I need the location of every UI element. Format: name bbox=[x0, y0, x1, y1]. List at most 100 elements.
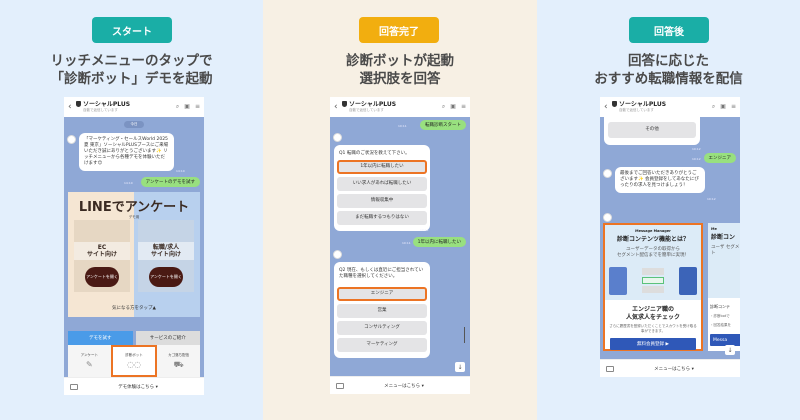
carousel-card-engineer[interactable]: Message Manager 診断コンテンツ機能とは？ ユーザーデータの取得か… bbox=[603, 223, 703, 351]
chat-area[interactable]: 10:11 転職診断スタート Q1 転職のご状況を教えて下さい。 1年以内に転職… bbox=[330, 117, 470, 376]
chat-area[interactable]: 今日 「マーケティング・セールスWorld 2025 夏 東京」ソーシャルPLU… bbox=[64, 117, 204, 377]
rich-menu-survey[interactable]: アンケート ✎ bbox=[80, 353, 99, 369]
back-icon[interactable]: ‹ bbox=[604, 102, 608, 112]
user-message: 1年以内に転職したい bbox=[412, 237, 466, 247]
back-icon[interactable]: ‹ bbox=[68, 102, 72, 112]
shield-icon bbox=[76, 101, 81, 107]
option-button[interactable]: コンサルティング bbox=[337, 321, 427, 335]
account-status: 自動で返信しています bbox=[83, 108, 118, 112]
card-job-heading: エンジニア職の 人気求人をチェック bbox=[625, 306, 680, 321]
message-time: 10:12 bbox=[692, 157, 701, 161]
cart-icon: ⛟ bbox=[173, 360, 184, 369]
menu-icon[interactable]: ≡ bbox=[730, 103, 736, 110]
message-time: 10:11 bbox=[398, 124, 407, 128]
card-illustration bbox=[609, 266, 697, 296]
note-icon[interactable]: ▣ bbox=[184, 103, 190, 110]
note-icon[interactable]: ▣ bbox=[450, 103, 456, 110]
step-badge: 回答完了 bbox=[359, 17, 439, 43]
option-button[interactable]: エンジニア bbox=[337, 287, 427, 301]
keyboard-icon[interactable] bbox=[336, 382, 344, 389]
scroll-down-icon[interactable]: ↓ bbox=[455, 362, 465, 372]
headline-line-2: 「診断ボット」デモを起動 bbox=[50, 71, 213, 87]
option-button[interactable]: 1年以内に転職したい bbox=[337, 160, 427, 174]
headline-line-2: おすすめ転職情報を配信 bbox=[594, 71, 743, 87]
bot-avatar bbox=[333, 250, 342, 259]
step-panel-answered: 回答完了 診断ボットが起動 選択肢を回答 ‹ ソーシャルPLUS 自動で返信して… bbox=[263, 0, 537, 420]
message-time: 14:10 bbox=[124, 181, 133, 185]
user-message: エンジニア bbox=[703, 153, 736, 163]
keyboard-icon[interactable] bbox=[70, 383, 78, 390]
rich-menu-tabs: デモを試す サービスのご紹介 bbox=[68, 331, 200, 345]
tab-service-intro[interactable]: サービスのご紹介 bbox=[135, 331, 200, 345]
search-icon[interactable]: ⌕ bbox=[711, 103, 716, 110]
question-text: Q1 転職のご状況を教えて下さい。 bbox=[339, 151, 410, 156]
message-time: 14:10 bbox=[176, 169, 185, 173]
chat-header: ‹ ソーシャルPLUS 自動で返信しています ⌕ ▣ ≡ bbox=[600, 97, 740, 117]
option-button[interactable]: いい求人があれば転職したい bbox=[337, 177, 427, 191]
user-message: アンケートのデモを試す bbox=[140, 177, 200, 187]
open-survey-ec-button[interactable]: アンケートを開く bbox=[85, 267, 119, 287]
bot-avatar bbox=[603, 213, 612, 222]
step-badge: 回答後 bbox=[629, 17, 709, 43]
menu-toggle-label[interactable]: メニューはこちら ▾ bbox=[384, 383, 424, 389]
menu-toggle-bar[interactable]: デモ体験はこちら ▾ bbox=[64, 377, 204, 395]
keyboard-icon[interactable] bbox=[606, 365, 614, 372]
chat-header: ‹ ソーシャルPLUS 自動で返信しています ⌕ ▣ ≡ bbox=[64, 97, 204, 117]
open-survey-job-button[interactable]: アンケートを開く bbox=[149, 267, 183, 287]
date-pill: 今日 bbox=[124, 121, 144, 128]
search-icon[interactable]: ⌕ bbox=[441, 103, 446, 110]
account-status: 自動で返信しています bbox=[349, 108, 384, 112]
bot-avatar bbox=[603, 169, 612, 178]
banner-sub: デモ用 bbox=[128, 215, 140, 219]
shield-icon bbox=[342, 101, 347, 107]
card-desc: ユーザーデータの取得から セグメント配信までを簡単に実現！ bbox=[617, 247, 689, 258]
step-badge: スタート bbox=[92, 17, 172, 43]
headline-line-2: 選択肢を回答 bbox=[359, 71, 441, 87]
step-headline: リッチメニューのタップで 「診断ボット」デモを起動 bbox=[0, 52, 263, 88]
menu-icon[interactable]: ≡ bbox=[194, 103, 200, 110]
option-button[interactable]: 営業 bbox=[337, 304, 427, 318]
message-time: 10:11 bbox=[402, 241, 411, 245]
step-panel-after: 回答後 回答に応じた おすすめ転職情報を配信 ‹ ソーシャルPLUS 自動で返信… bbox=[537, 0, 800, 420]
scrollbar[interactable] bbox=[464, 327, 465, 343]
headline-line-1: 診断ボットが起動 bbox=[346, 53, 454, 69]
option-button[interactable]: 情報収集中 bbox=[337, 194, 427, 208]
card-title: 診断コンテンツ機能とは？ bbox=[616, 236, 689, 243]
scroll-down-icon[interactable]: ↓ bbox=[725, 345, 735, 355]
tab-try-demo[interactable]: デモを試す bbox=[68, 331, 133, 345]
bot-avatar bbox=[67, 135, 76, 144]
menu-toggle-label[interactable]: デモ体験はこちら ▾ bbox=[118, 384, 158, 390]
account-name: ソーシャルPLUS bbox=[342, 101, 442, 108]
bot-avatar bbox=[333, 133, 342, 142]
menu-toggle-bar[interactable]: メニューはこちら ▾ bbox=[330, 376, 470, 394]
menu-toggle-label[interactable]: メニューはこちら ▾ bbox=[654, 366, 694, 372]
menu-toggle-bar[interactable]: メニューはこちら ▾ bbox=[600, 359, 740, 377]
bot-message: 最後までご回答いただきありがとうございます✨ 会員登録をしてあなたにぴったりの求… bbox=[615, 167, 705, 193]
card-note: さらに履歴書を登録いただくことでスカウトを受け取る事ができます。 bbox=[609, 324, 697, 333]
option-button[interactable]: まだ転職するつもりはない bbox=[337, 211, 427, 225]
note-icon[interactable]: ▣ bbox=[720, 103, 726, 110]
account-name: ソーシャルPLUS bbox=[76, 101, 176, 108]
option-button[interactable]: その他 bbox=[608, 122, 696, 138]
card-brand: Message Manager bbox=[635, 229, 671, 233]
chat-bubble-icon: ◌◌ bbox=[127, 360, 141, 369]
message-time: 10:11 bbox=[420, 228, 429, 232]
job-label: 転職/求人サイト向け bbox=[138, 242, 194, 260]
step-panel-start: スタート リッチメニューのタップで 「診断ボット」デモを起動 ‹ ソーシャルPL… bbox=[0, 0, 263, 420]
back-icon[interactable]: ‹ bbox=[334, 102, 338, 112]
option-button[interactable]: マーケティング bbox=[337, 338, 427, 352]
rich-menu-diagnosis-bot[interactable]: 診断ボット ◌◌ bbox=[110, 345, 158, 377]
rich-menu: アンケート ✎ 診断ボット ◌◌ カゴ落ち配信 ⛟ bbox=[68, 345, 200, 377]
rich-menu-cart-abandon[interactable]: カゴ落ち配信 ⛟ bbox=[168, 353, 190, 369]
shield-icon bbox=[612, 101, 617, 107]
free-signup-button[interactable]: 無料会員登録 ▶ bbox=[610, 338, 696, 350]
menu-icon[interactable]: ≡ bbox=[460, 103, 466, 110]
chat-area[interactable]: その他 10:12 10:12 エンジニア 最後までご回答いただきありがとうござ… bbox=[600, 117, 740, 359]
headline-line-1: 回答に応じた bbox=[628, 53, 709, 69]
user-message: 転職診断スタート bbox=[420, 120, 466, 130]
search-icon[interactable]: ⌕ bbox=[175, 103, 180, 110]
carousel-card-next[interactable]: Me 診断コン ユーザ セグメント 診断コンテ ・診断botで ・回答結果を M… bbox=[708, 223, 740, 351]
question-card-q2: Q2 現在、もしくは直近にご担当されていた職種を選択してください。 エンジニア … bbox=[334, 262, 430, 358]
